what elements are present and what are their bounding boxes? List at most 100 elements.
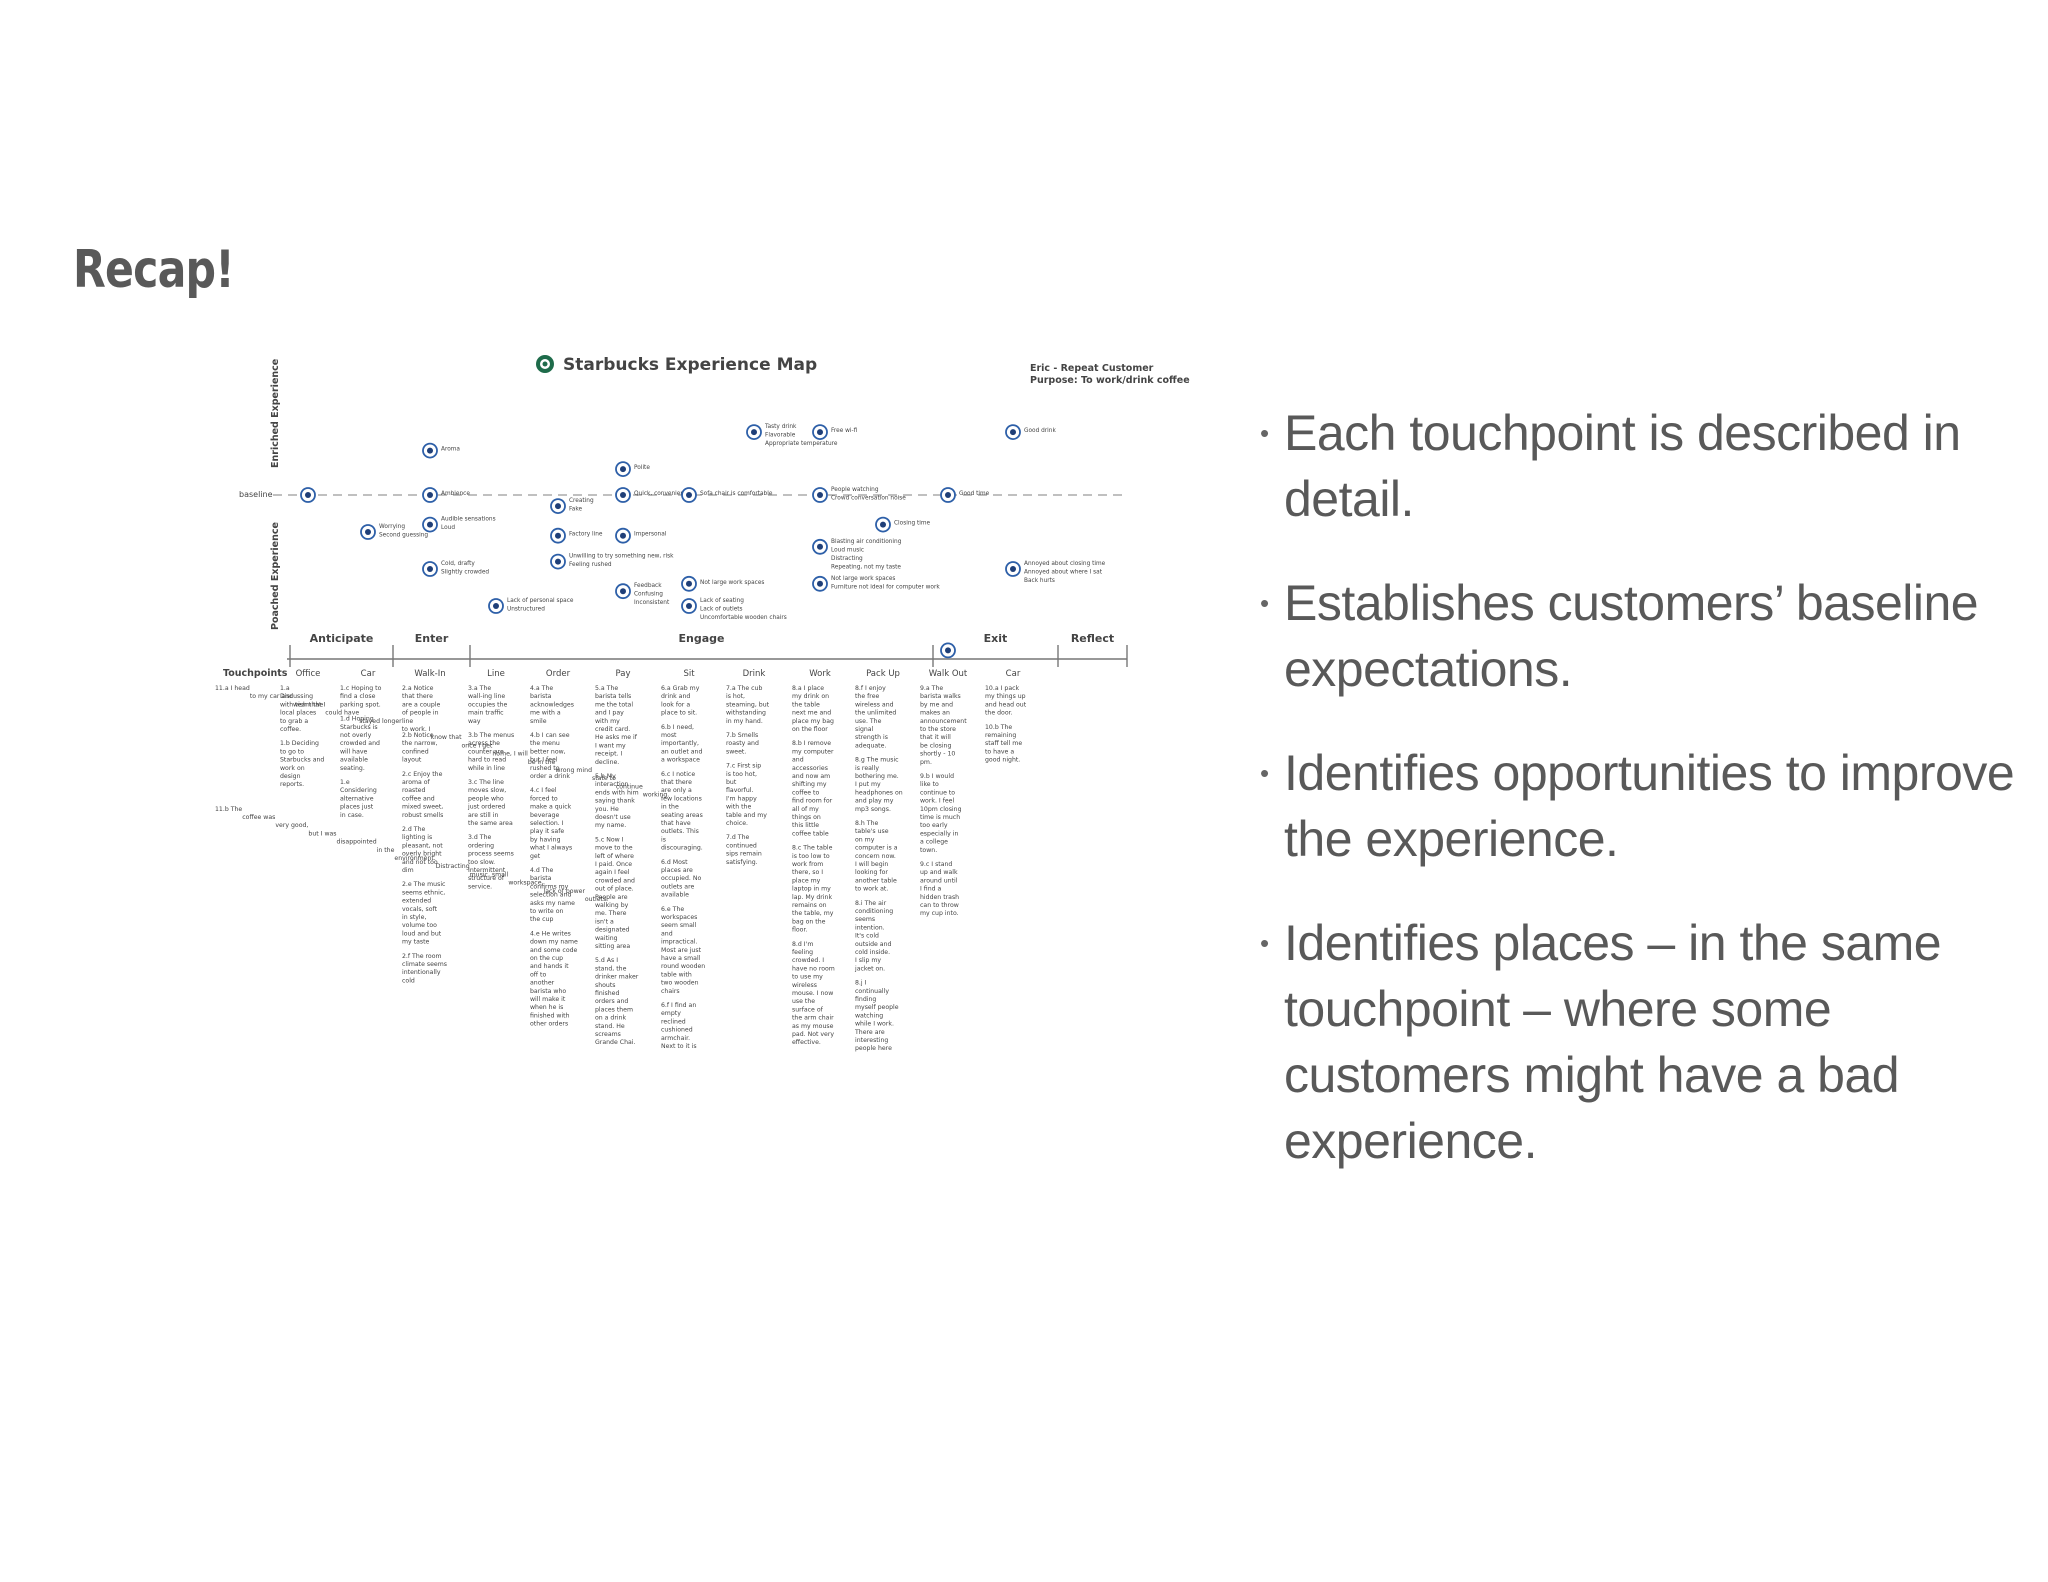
node-dot-icon	[945, 647, 951, 654]
node-label: Flavorable	[765, 433, 796, 439]
node-dot-icon	[817, 429, 823, 436]
touchpoint-note: 11.b Thecoffee wasvery good,but I wasdis…	[215, 806, 608, 903]
node-label: Feeling rushed	[569, 562, 612, 568]
node-dot-icon	[620, 492, 626, 498]
node-dot-icon	[427, 447, 433, 454]
node-dot-icon	[751, 429, 757, 436]
touchpoint-label: Drink	[743, 669, 766, 679]
node-dot-icon	[620, 532, 626, 539]
node-label: Loud music	[831, 547, 864, 553]
bullet-dot-icon: •	[1260, 588, 1269, 618]
axis-enriched-label: Enriched Experience	[270, 359, 281, 468]
node-label: Inconsistent	[634, 600, 670, 606]
node-label: Worrying	[379, 524, 405, 530]
experience-map: Starbucks Experience Map Eric - Repeat C…	[215, 340, 1190, 1070]
touchpoint-label: Walk Out	[929, 669, 968, 679]
experience-node: Good drink	[1005, 424, 1056, 440]
bullet-item: • Identifies places – in the same touchp…	[1258, 910, 2018, 1174]
experience-node: Aroma	[422, 442, 460, 459]
node-label: Audible sensations	[441, 517, 496, 523]
node-label: Good drink	[1024, 428, 1056, 434]
node-label: Annoyed about where I sat	[1024, 570, 1103, 576]
map-persona: Eric - Repeat Customer	[1030, 363, 1154, 374]
experience-node	[940, 642, 956, 659]
touchpoint-label: Car	[361, 669, 376, 679]
node-label: Back hurts	[1024, 578, 1055, 584]
node-label: Lack of personal space	[507, 598, 574, 604]
node-label: Uncomfortable wooden chairs	[700, 615, 787, 621]
bullet-text: Identifies places – in the same touchpoi…	[1284, 915, 1942, 1169]
node-label: Crowd conversation noise	[831, 496, 906, 502]
node-label: Repeating, not my taste	[831, 564, 901, 570]
node-label: Furniture not ideal for computer work	[831, 584, 940, 590]
node-label: Appropriate temperature	[765, 441, 838, 447]
bullet-text: Establishes customers’ baseline expectat…	[1284, 575, 1979, 697]
experience-node: Closing time	[875, 516, 931, 533]
node-label: Feedback	[634, 583, 662, 589]
node-label: Lack of outlets	[700, 607, 743, 613]
bullet-text: Identifies opportunities to improve the …	[1284, 745, 2015, 867]
node-label: Loud	[441, 525, 455, 531]
bullet-item: • Identifies opportunities to improve th…	[1258, 740, 2018, 872]
node-dot-icon	[945, 492, 951, 498]
touchpoint-label: Office	[296, 669, 321, 679]
node-dot-icon	[427, 566, 433, 572]
node-label: Second guessing	[379, 533, 428, 539]
axis-baseline-label: baseline	[239, 490, 273, 499]
node-label: Not large work spaces	[831, 576, 895, 582]
node-dot-icon	[686, 580, 692, 587]
experience-node: Free wi-fi	[812, 424, 858, 440]
phase-label: Enter	[415, 632, 449, 645]
node-label: Tasty drink	[764, 424, 797, 430]
bullet-item: • Establishes customers’ baseline expect…	[1258, 570, 2018, 702]
node-dot-icon	[686, 603, 692, 609]
touchpoint-label: Pay	[616, 669, 631, 679]
node-dot-icon	[555, 532, 561, 539]
slide-title: Recap!	[73, 240, 235, 300]
node-dot-icon	[817, 580, 823, 587]
experience-map-diagram: Starbucks Experience Map Eric - Repeat C…	[215, 355, 1190, 1052]
map-title: Starbucks Experience Map	[563, 355, 817, 375]
starbucks-logo-icon	[536, 355, 554, 373]
bullet-text: Each touchpoint is described in detail.	[1284, 405, 1961, 527]
node-label: Fake	[569, 507, 583, 513]
axis-touchpoints-label: Touchpoints	[223, 668, 288, 679]
node-label: Creating	[569, 498, 594, 504]
